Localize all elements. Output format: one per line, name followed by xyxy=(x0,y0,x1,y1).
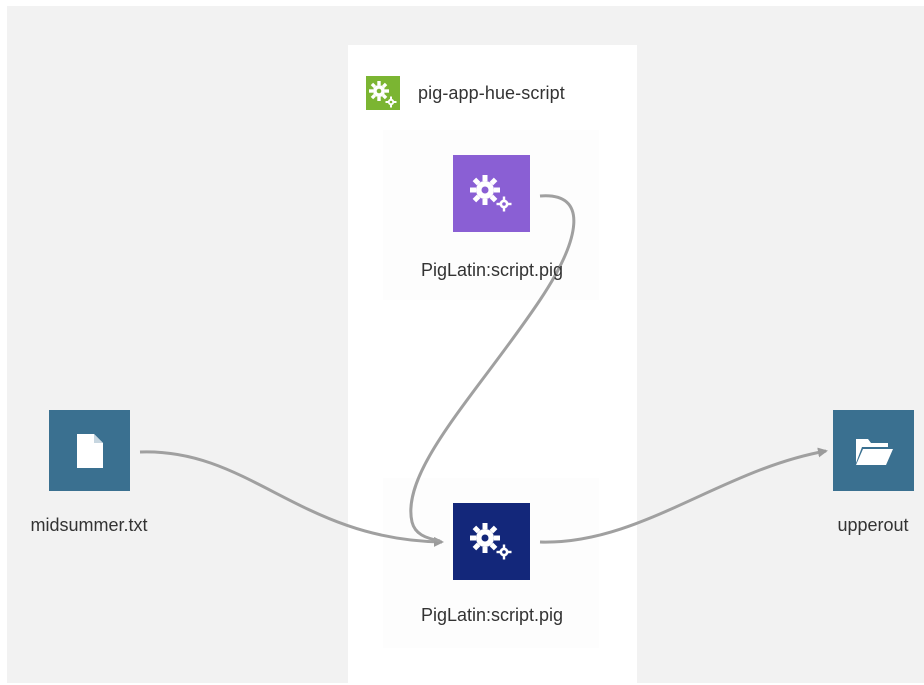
group-title: pig-app-hue-script xyxy=(418,82,565,103)
node-label-script-top: PigLatin:script.pig xyxy=(420,260,564,280)
gears-icon xyxy=(469,174,511,211)
edge-input-to-script xyxy=(139,450,444,547)
node-upperout[interactable] xyxy=(833,410,914,491)
node-label-upperout: upperout xyxy=(837,515,909,535)
edge-script-to-output xyxy=(539,447,828,544)
node-label-script-bottom: PigLatin:script.pig xyxy=(420,605,564,625)
node-script-top[interactable] xyxy=(453,155,530,232)
gears-icon xyxy=(366,76,400,110)
group-header[interactable]: pig-app-hue-script xyxy=(366,76,565,110)
edge-script-to-script xyxy=(409,194,576,543)
file-icon xyxy=(76,433,103,468)
node-midsummer-txt[interactable] xyxy=(49,410,130,491)
node-script-bottom[interactable] xyxy=(453,503,530,580)
folder-icon xyxy=(855,438,893,465)
gears-icon xyxy=(469,522,511,559)
node-label-midsummer: midsummer.txt xyxy=(30,515,148,535)
